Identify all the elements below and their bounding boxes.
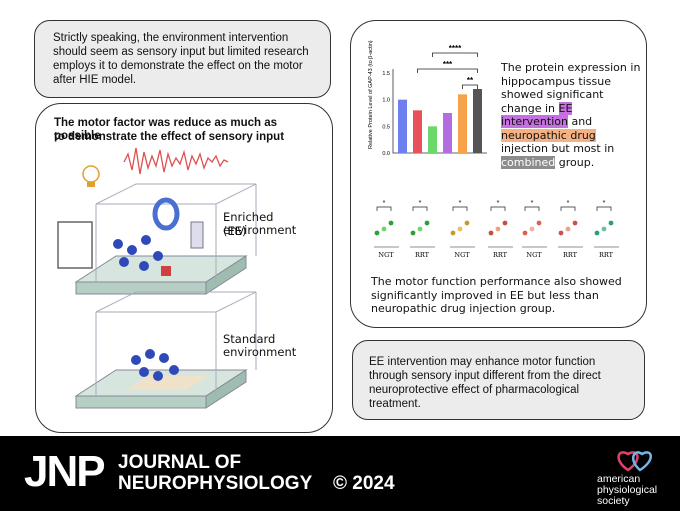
- copyright: © 2024: [333, 473, 395, 494]
- bar-chart-bars: [398, 89, 482, 153]
- scatter-group-label: NGT: [378, 251, 394, 259]
- society-line3: society: [597, 495, 630, 507]
- protein-result-text: The protein expression in hippocampus ti…: [501, 61, 641, 169]
- intro-note-text: Strictly speaking, the environment inter…: [53, 32, 309, 86]
- scatter-point: [417, 226, 423, 232]
- enriched-cage: [57, 183, 257, 295]
- jnp-logo: JNP: [24, 447, 106, 496]
- scatter-point: [522, 230, 528, 236]
- society-line2: physiological: [597, 484, 658, 496]
- significance-bracket: [432, 52, 478, 57]
- scatter-point: [558, 230, 564, 236]
- scatter-point: [502, 220, 508, 226]
- scatter-star: *: [459, 200, 462, 207]
- bar-y-tick: 0.0: [382, 151, 390, 157]
- scatter-bracket: [412, 206, 428, 211]
- environment-illustration: [57, 147, 257, 409]
- bar-y-tick: 1.5: [382, 71, 390, 77]
- bar: [428, 126, 437, 153]
- scatter-group-label: RRT: [563, 251, 578, 259]
- scatter-point: [536, 220, 542, 226]
- protein-bar-chart: Relative Protein Level of GAP-43 (to β-a…: [368, 40, 487, 157]
- scatter-point: [381, 226, 387, 232]
- scatter-group-label: NGT: [526, 251, 542, 259]
- results-panel: Relative Protein Level of GAP-43 (to β-a…: [350, 20, 647, 328]
- sound-wave-icon: [123, 147, 229, 175]
- protein-and: and: [571, 115, 593, 128]
- scatter-point: [374, 230, 380, 236]
- bar-y-tick: 1.0: [382, 98, 390, 104]
- scatter-bracket: [524, 206, 540, 211]
- bar-chart-ylabel: Relative Protein Level of GAP-43 (to β-a…: [368, 40, 374, 149]
- highlight-neuropathic-drug: neuropathic drug: [501, 128, 596, 142]
- bar-chart-axis: 1.5 1.0 0.5 0.0: [382, 69, 487, 157]
- scatter-star: *: [383, 200, 386, 207]
- scatter-point: [608, 220, 614, 226]
- significance-label: ***: [443, 60, 453, 69]
- bar-chart-significance: *********: [417, 44, 478, 89]
- scatter-point: [594, 230, 600, 236]
- significance-label: ****: [449, 44, 462, 53]
- journal-footer: JNP JOURNAL OF NEUROPHYSIOLOGY © 2024 am…: [0, 436, 680, 511]
- bar: [458, 94, 467, 153]
- scatter-point: [457, 226, 463, 232]
- bar: [443, 113, 452, 153]
- panel-heading-line2: to demonstrate the effect of sensory inp…: [54, 131, 285, 143]
- light-bulb-icon: [82, 165, 100, 187]
- scatter-bracket: [560, 206, 576, 211]
- scatter-star: *: [531, 200, 534, 207]
- bar: [398, 99, 407, 153]
- significance-label: **: [467, 76, 474, 85]
- standard-label: Standard environment: [223, 332, 297, 359]
- intro-note-box: Strictly speaking, the environment inter…: [34, 20, 331, 98]
- scatter-point: [572, 220, 578, 226]
- journal-name-line1: JOURNAL OF: [118, 452, 242, 473]
- scatter-group-label: RRT: [493, 251, 508, 259]
- environment-panel: The motor factor was reduce as much as p…: [35, 103, 333, 433]
- scatter-star: *: [497, 200, 500, 207]
- scatter-group-label: RRT: [415, 251, 430, 259]
- scatter-bracket: [490, 206, 506, 211]
- standard-cage: [74, 291, 257, 409]
- scatter-star: *: [567, 200, 570, 207]
- scatter-bracket: [452, 206, 468, 211]
- journal-name-line2: NEUROPHYSIOLOGY: [118, 473, 313, 494]
- bar-axis-line: [392, 69, 487, 154]
- scatter-star: *: [419, 200, 422, 207]
- society-line1: american: [597, 473, 641, 485]
- scatter-point: [450, 230, 456, 236]
- scatter-group-label: NGT: [454, 251, 470, 259]
- enriched-label-line1: Enriched environment: [223, 210, 297, 237]
- aps-heart-logo-icon: [617, 451, 652, 472]
- scatter-point: [495, 226, 501, 232]
- conclusion-box: EE intervention may enhance motor functi…: [352, 340, 645, 420]
- scatter-bracket: [376, 206, 392, 211]
- scatter-point: [388, 220, 394, 226]
- protein-text-1: The protein expression in hippocampus ti…: [501, 61, 641, 115]
- scatter-bracket: [596, 206, 612, 211]
- bar: [473, 89, 482, 153]
- scatter-point: [424, 220, 430, 226]
- significance-bracket: [462, 84, 478, 89]
- motor-function-plots: * NGT * RRT * NGT * RRT * NGT * RRT * RRT: [374, 200, 619, 259]
- scatter-point: [565, 226, 571, 232]
- protein-text-2: injection but most in: [501, 142, 615, 155]
- enriched-label-line2: (EE): [223, 224, 247, 238]
- motor-result-text: The motor function performance also show…: [371, 275, 622, 315]
- significance-bracket: [417, 68, 478, 73]
- scatter-point: [464, 220, 470, 226]
- highlight-combined: combined: [501, 155, 556, 169]
- scatter-star: *: [603, 200, 606, 207]
- conclusion-text: EE intervention may enhance motor functi…: [369, 356, 601, 410]
- scatter-point: [488, 230, 494, 236]
- scatter-point: [529, 226, 535, 232]
- protein-text-3: group.: [558, 155, 595, 169]
- bar: [413, 110, 422, 153]
- scatter-point: [601, 226, 607, 232]
- scatter-point: [410, 230, 416, 236]
- scatter-group-label: RRT: [599, 251, 614, 259]
- panel-heading-line1: The motor factor was reduce as much as p…: [54, 117, 278, 142]
- bar-y-tick: 0.5: [382, 124, 390, 130]
